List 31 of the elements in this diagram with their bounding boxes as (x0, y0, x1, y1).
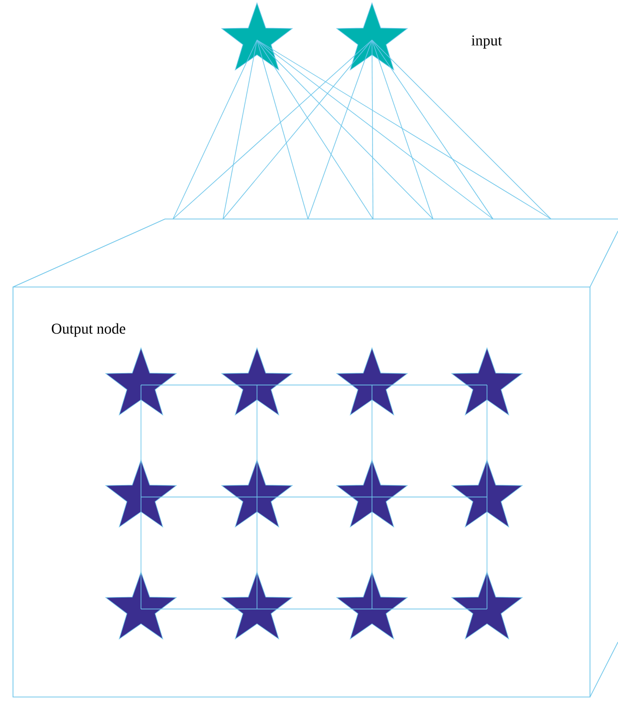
connector-line (256, 496, 258, 610)
connector-line (486, 384, 488, 498)
connector-line (140, 384, 258, 386)
connector-line (256, 40, 308, 220)
connector-line (140, 384, 142, 498)
connector-line (372, 384, 488, 386)
connector-line (256, 608, 372, 610)
box-drawing: Output node (12, 218, 618, 698)
connector-line (372, 40, 374, 220)
connector-line (256, 40, 374, 220)
connector-line (140, 496, 258, 498)
connector-line (372, 608, 488, 610)
connector-line (372, 40, 552, 220)
input-label: input (472, 35, 502, 49)
connector-line (140, 496, 142, 610)
connector-line (256, 40, 552, 220)
connector-line (140, 608, 258, 610)
connector-line (256, 40, 494, 220)
connector-line (372, 40, 494, 220)
connector-line (256, 40, 434, 220)
connector-line (222, 40, 258, 220)
connector-line (222, 40, 372, 220)
connector-line (256, 384, 372, 386)
connector-line (486, 496, 488, 610)
connector-line (172, 40, 258, 220)
connector-line (256, 384, 258, 498)
connector-line (256, 496, 372, 498)
connector-line (372, 40, 434, 220)
connector-line (172, 40, 372, 220)
connector-line (308, 40, 372, 220)
connector-line (372, 496, 488, 498)
